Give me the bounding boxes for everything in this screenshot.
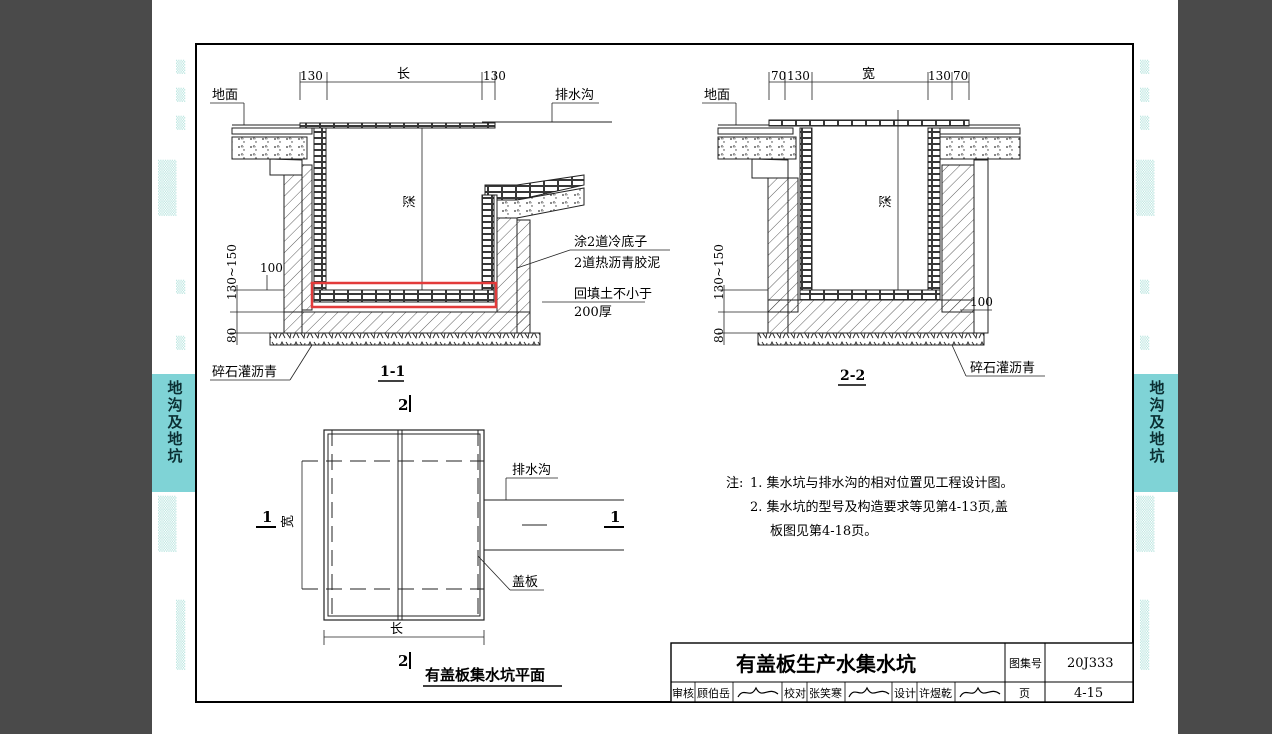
plan-section-mark-bottom: 2 — [398, 652, 408, 670]
plan-length-label: 长 — [390, 622, 403, 637]
plan-title: 有盖板集水坑平面 — [425, 666, 545, 684]
s22-dim-130-left: 130 — [787, 69, 810, 83]
atlas-label: 图集号 — [1009, 656, 1042, 670]
s22-dim-100: 100 — [970, 295, 993, 309]
s22-dim-70-left: 70 — [771, 69, 786, 83]
s22-ground-label: 地面 — [704, 88, 730, 103]
side-ghost-text: ▒▒▒▒▒ — [1140, 600, 1150, 670]
reviewer-signature — [737, 686, 779, 698]
drawing-page: ▒▒▒ ▒▒▒▒▒▒▒▒ ▒▒ 地沟及地坑 ▒▒▒▒▒▒▒▒ ▒▒▒▒▒ ▒▒▒… — [152, 0, 1178, 734]
plan-section-mark-top: 2 — [398, 396, 408, 414]
drawing-canvas: 深 130 长 130 地面 排水沟 涂2道冷底子 2道热沥青胶泥 回填土不小于… — [195, 43, 1134, 703]
s11-title: 1-1 — [380, 364, 405, 380]
plan-width-label: 宽 — [280, 515, 296, 528]
s11-ground-label: 地面 — [212, 88, 238, 103]
s22-dim-130-right: 130 — [928, 69, 951, 83]
side-ghost-text: ▒▒▒ — [176, 60, 186, 130]
s11-dim-130-right: 130 — [483, 69, 506, 83]
side-ghost-text: ▒▒▒▒▒▒▒▒ — [158, 496, 177, 552]
tab-right-label: 地沟及地坑 — [1147, 380, 1166, 465]
side-ghost-text: ▒▒▒▒▒▒▒▒ — [1136, 160, 1155, 216]
tab-left-active[interactable]: 地沟及地坑 — [152, 374, 196, 492]
plan-section-mark-left: 1 — [262, 508, 272, 526]
side-ghost-text: ▒▒▒ — [1140, 60, 1150, 130]
title-block: 有盖板生产水集水坑 图集号 20J333 页 4-15 审核 顾伯岳 校对 张笑… — [670, 642, 1134, 703]
note-2-cont: 板图见第4-18页。 — [770, 524, 877, 539]
checker-name: 张笑寒 — [809, 686, 842, 700]
checker-signature — [848, 686, 890, 698]
s22-depth-label: 深 — [879, 195, 894, 208]
designer-signature — [959, 686, 1001, 698]
designer-name: 许煜乾 — [919, 687, 952, 700]
s11-dim-vertical: 130~150 — [225, 244, 239, 300]
review-label: 审核 — [672, 686, 694, 700]
side-ghost-text: ▒▒▒▒▒▒▒▒ — [158, 160, 177, 216]
note-1: 1. 集水坑与排水沟的相对位置见工程设计图。 — [750, 475, 1014, 491]
check-label: 校对 — [784, 686, 806, 700]
reviewer-name: 顾伯岳 — [697, 686, 730, 700]
section-2-2: 深 70 130 宽 130 70 地面 100 130~150 80 — [702, 66, 1045, 386]
s11-dim-80: 80 — [225, 328, 239, 343]
drawing-title: 有盖板生产水集水坑 — [736, 652, 916, 676]
s11-dim-130-left: 130 — [300, 69, 323, 83]
s11-drain-label: 排水沟 — [555, 88, 594, 103]
highlight-box — [310, 281, 498, 309]
s11-dim-length: 长 — [397, 67, 410, 82]
notes-label: 注: — [726, 476, 743, 491]
s11-note-primer: 涂2道冷底子 — [574, 234, 647, 250]
s22-dim-80: 80 — [712, 328, 726, 343]
s22-gravel-label: 碎石灌沥青 — [970, 361, 1035, 376]
s22-dim-width: 宽 — [862, 66, 875, 82]
tab-right-active[interactable]: 地沟及地坑 — [1134, 374, 1178, 492]
notes-block: 注: 1. 集水坑与排水沟的相对位置见工程设计图。 2. 集水坑的型号及构造要求… — [726, 475, 1014, 539]
plan-cover-label: 盖板 — [512, 575, 538, 590]
s11-note-asphalt: 2道热沥青胶泥 — [574, 255, 660, 271]
s11-note-backfill: 回填土不小于 — [574, 287, 652, 302]
s22-dim-vertical: 130~150 — [712, 244, 726, 300]
page-label: 页 — [1019, 687, 1030, 700]
plan-section-mark-right: 1 — [610, 508, 620, 526]
side-ghost-text: ▒▒▒▒▒ — [176, 600, 186, 670]
tab-left-label: 地沟及地坑 — [165, 380, 184, 465]
s22-dim-70-right: 70 — [953, 69, 968, 83]
section-1-1: 深 130 长 130 地面 排水沟 涂2道冷底子 2道热沥青胶泥 回填土不小于… — [210, 67, 670, 382]
design-label: 设计 — [894, 687, 916, 700]
note-2: 2. 集水坑的型号及构造要求等见第4-13页,盖 — [750, 499, 1008, 515]
s11-gravel-label: 碎石灌沥青 — [212, 365, 277, 380]
side-ghost-text: ▒▒ — [176, 280, 186, 350]
s11-depth-label: 深 — [403, 195, 418, 208]
plan-view: 2 2 宽 1 1 — [256, 395, 624, 687]
side-ghost-text: ▒▒▒▒▒▒▒▒ — [1136, 496, 1155, 552]
s22-title: 2-2 — [840, 368, 865, 384]
plan-drain-label: 排水沟 — [512, 463, 551, 478]
s11-dim-100: 100 — [260, 261, 283, 275]
drawing-frame — [195, 43, 1134, 703]
side-ghost-text: ▒▒ — [1140, 280, 1150, 350]
page-number: 4-15 — [1074, 686, 1103, 701]
atlas-number: 20J333 — [1067, 656, 1114, 671]
s11-note-thickness: 200厚 — [574, 305, 612, 320]
